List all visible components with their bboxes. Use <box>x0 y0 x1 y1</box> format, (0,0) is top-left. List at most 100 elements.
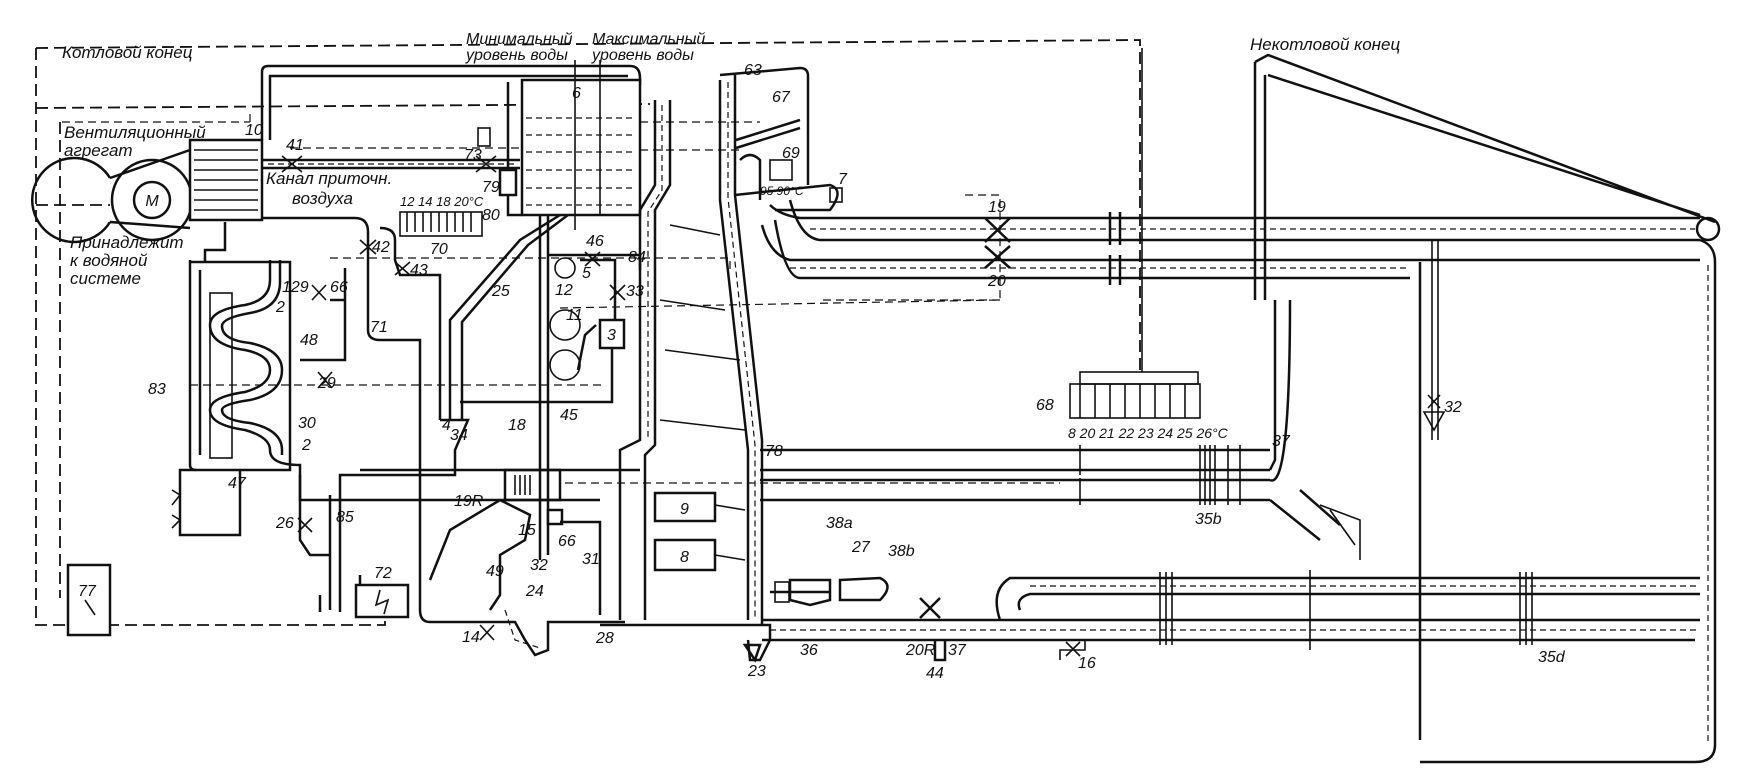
drain-16 <box>1059 640 1086 660</box>
belongs-label-3: системе <box>70 269 141 288</box>
label-42: 42 <box>372 239 390 256</box>
motor-label: M <box>145 193 159 210</box>
label-38a: 38a <box>826 515 853 532</box>
control-line-73 <box>290 147 551 160</box>
valve-43-icon <box>394 261 411 276</box>
pipe-42-71 <box>262 216 422 610</box>
box-8 <box>653 538 717 572</box>
label-49: 49 <box>486 563 504 580</box>
label-5: 5 <box>582 265 591 282</box>
drain-23 <box>742 643 762 663</box>
supply-pipe-19-upper <box>769 204 1700 220</box>
label-66b: 66 <box>558 533 576 550</box>
label-79: 79 <box>482 179 500 196</box>
pipe-31 <box>560 520 602 615</box>
box-77 <box>66 563 112 637</box>
label-72: 72 <box>374 565 392 582</box>
electric-icon <box>374 589 390 615</box>
burner-19R <box>503 468 562 502</box>
label-84: 84 <box>628 249 646 266</box>
device-38a <box>774 581 790 603</box>
label-44: 44 <box>926 665 944 682</box>
chimney <box>600 66 843 663</box>
pipe-joints-top <box>1108 212 1122 285</box>
non-boiler-end-label: Некотловой конец <box>1250 35 1400 54</box>
label-37b: 37 <box>948 642 967 659</box>
label-77: 77 <box>78 583 97 600</box>
scale-70-ticks: 12 14 18 20°C <box>400 194 484 209</box>
label-19R: 19R <box>454 493 484 510</box>
pipe-18 <box>538 215 550 560</box>
control-line-84 <box>330 257 731 270</box>
label-27: 27 <box>851 539 871 556</box>
label-73: 73 <box>464 147 482 164</box>
control-line-middle <box>565 299 1060 484</box>
max-water-level-label-2: уровень воды <box>591 47 694 64</box>
expansion-tank <box>448 60 642 560</box>
component-numbers: 10 41 73 70 79 80 6 63 67 69 7 19 20 42 … <box>78 62 1566 682</box>
gauge-11-icon <box>549 309 581 341</box>
valve-73-actuator <box>477 127 491 147</box>
belongs-label-2: к водяной <box>70 251 148 270</box>
label-16: 16 <box>1078 655 1096 672</box>
coil-48 <box>208 260 600 502</box>
thermometer-scale-70 <box>399 211 483 237</box>
gauge-45-icon <box>549 349 581 381</box>
valve-41-icon <box>281 155 303 173</box>
label-15: 15 <box>518 522 536 539</box>
device-66 <box>546 508 564 526</box>
label-68: 68 <box>1036 397 1054 414</box>
label-29: 29 <box>317 375 336 392</box>
level-indicators <box>574 60 601 230</box>
return-pipe-bottom <box>762 576 1700 642</box>
pipe-26 <box>298 475 330 557</box>
label-47: 47 <box>228 475 247 492</box>
box-72 <box>354 583 410 619</box>
min-water-level-label-2: уровень воды <box>465 47 568 64</box>
valve-42-icon <box>359 239 377 255</box>
middle-pipes <box>66 268 640 637</box>
label-8: 8 <box>680 549 689 566</box>
valve-73-icon <box>475 155 497 173</box>
label-20R: 20R <box>905 642 936 659</box>
label-30: 30 <box>298 415 316 432</box>
funnel-34 <box>338 418 470 612</box>
label-23: 23 <box>747 663 766 680</box>
label-31: 31 <box>582 551 600 568</box>
scale-68-ticks: 8 20 21 22 23 24 25 26°C <box>1068 425 1229 441</box>
label-33: 33 <box>626 283 644 300</box>
heating-coil <box>171 222 600 537</box>
header-7 <box>734 183 839 212</box>
label-32b: 32 <box>530 557 548 574</box>
label-10: 10 <box>245 122 263 139</box>
coil-core <box>209 292 233 459</box>
motor-icon <box>132 180 172 220</box>
label-9: 9 <box>680 501 689 518</box>
belongs-label: Принадлежит <box>70 233 184 252</box>
radiator-pipes <box>760 299 1361 560</box>
heater-fins <box>194 149 258 211</box>
label-18: 18 <box>508 417 526 434</box>
label-3: 3 <box>607 327 616 344</box>
label-38b: 38b <box>888 543 915 560</box>
label-28: 28 <box>595 630 614 647</box>
device-79 <box>498 168 518 197</box>
label-36: 36 <box>800 642 818 659</box>
pipe-63 <box>719 66 810 185</box>
pipe-83 <box>188 260 202 472</box>
boiler-body <box>428 498 532 611</box>
air-channel-label-2: воздуха <box>292 189 353 208</box>
label-37a: 37 <box>1272 433 1291 450</box>
temp-69-label: 95 90°C <box>760 184 804 198</box>
valve-29-icon <box>317 371 333 389</box>
thermometer-scale-68 <box>1069 48 1201 419</box>
chimney-left-inner <box>643 100 672 620</box>
tank-6 <box>520 78 642 217</box>
valve-16-icon <box>1065 641 1081 657</box>
chimney-control-lines <box>640 121 760 151</box>
tank-water <box>526 117 636 206</box>
pipe-66-129 <box>300 268 347 362</box>
outer-boundary-top-right <box>35 39 1141 375</box>
